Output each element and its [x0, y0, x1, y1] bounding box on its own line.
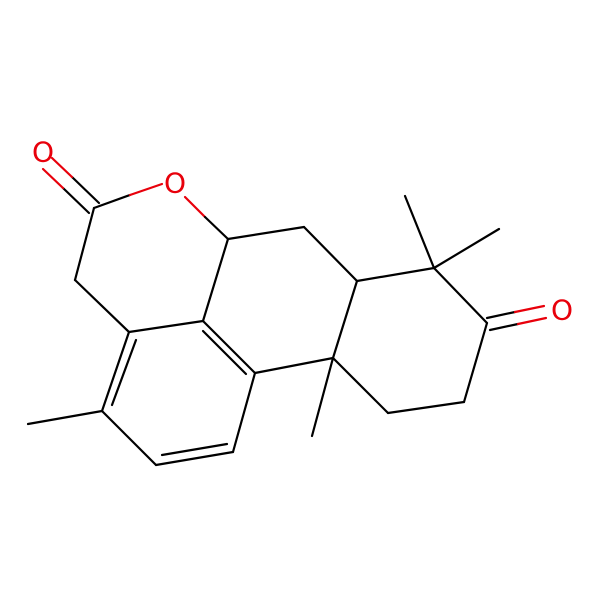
bond-c8-ar: [201, 237, 230, 323]
bond-gem-methyl-1: [403, 194, 436, 270]
oxygen-atom-ketone: O: [551, 294, 573, 327]
bond-carbonyl-1b-o: [41, 167, 65, 190]
bond-ar-2-inner: [201, 329, 248, 376]
bond-c14-c15: [386, 400, 466, 415]
bond-aryl-methyl: [26, 409, 104, 426]
bond-gem-methyl-2: [432, 227, 501, 270]
bond-ketone-a: [485, 310, 517, 320]
oxygen-atom-carbonyl: O: [32, 136, 54, 169]
bond-c13-c14: [462, 321, 489, 404]
bond-ar-4-inner: [160, 442, 229, 457]
bond-ketone-b-o: [516, 316, 548, 326]
bond-ar-4: [154, 450, 235, 467]
bond-carbonyl-1a: [70, 175, 101, 205]
bond-carbonyl-1a-o: [50, 156, 74, 179]
oxygen-atom-ring: O: [164, 167, 186, 200]
bond-c11-ar: [253, 356, 335, 375]
bond-c2-c3: [73, 206, 96, 282]
bond-c9-c10: [302, 225, 359, 283]
bond-c2-o-ring-o: [128, 182, 164, 197]
bond-ar-5: [100, 409, 158, 467]
bond-ketone-a-o: [513, 304, 546, 314]
bond-carbonyl-1b: [61, 186, 91, 215]
bond-ar-1: [127, 319, 205, 334]
bond-c10-c11: [331, 279, 359, 360]
bond-c2-o-ring: [92, 193, 132, 210]
bond-c10-c12: [355, 266, 436, 283]
bond-c12-c13: [432, 266, 489, 325]
bond-angular-methyl: [310, 356, 335, 438]
bond-ketone-b: [488, 322, 520, 332]
bond-ar-6-inner: [110, 338, 138, 407]
bond-ar-6: [100, 330, 131, 413]
atom-labels: O O O: [32, 136, 573, 327]
bond-o-ring-c8: [183, 195, 207, 219]
bond-o-ring-c8-c: [203, 215, 230, 241]
bond-ar-2: [201, 319, 257, 375]
bond-c8-c9: [226, 225, 306, 241]
bond-c3-c4: [73, 278, 131, 334]
bond-ar-3: [231, 371, 257, 454]
bond-c15-c11: [331, 356, 390, 415]
bond-lines: [26, 156, 548, 467]
